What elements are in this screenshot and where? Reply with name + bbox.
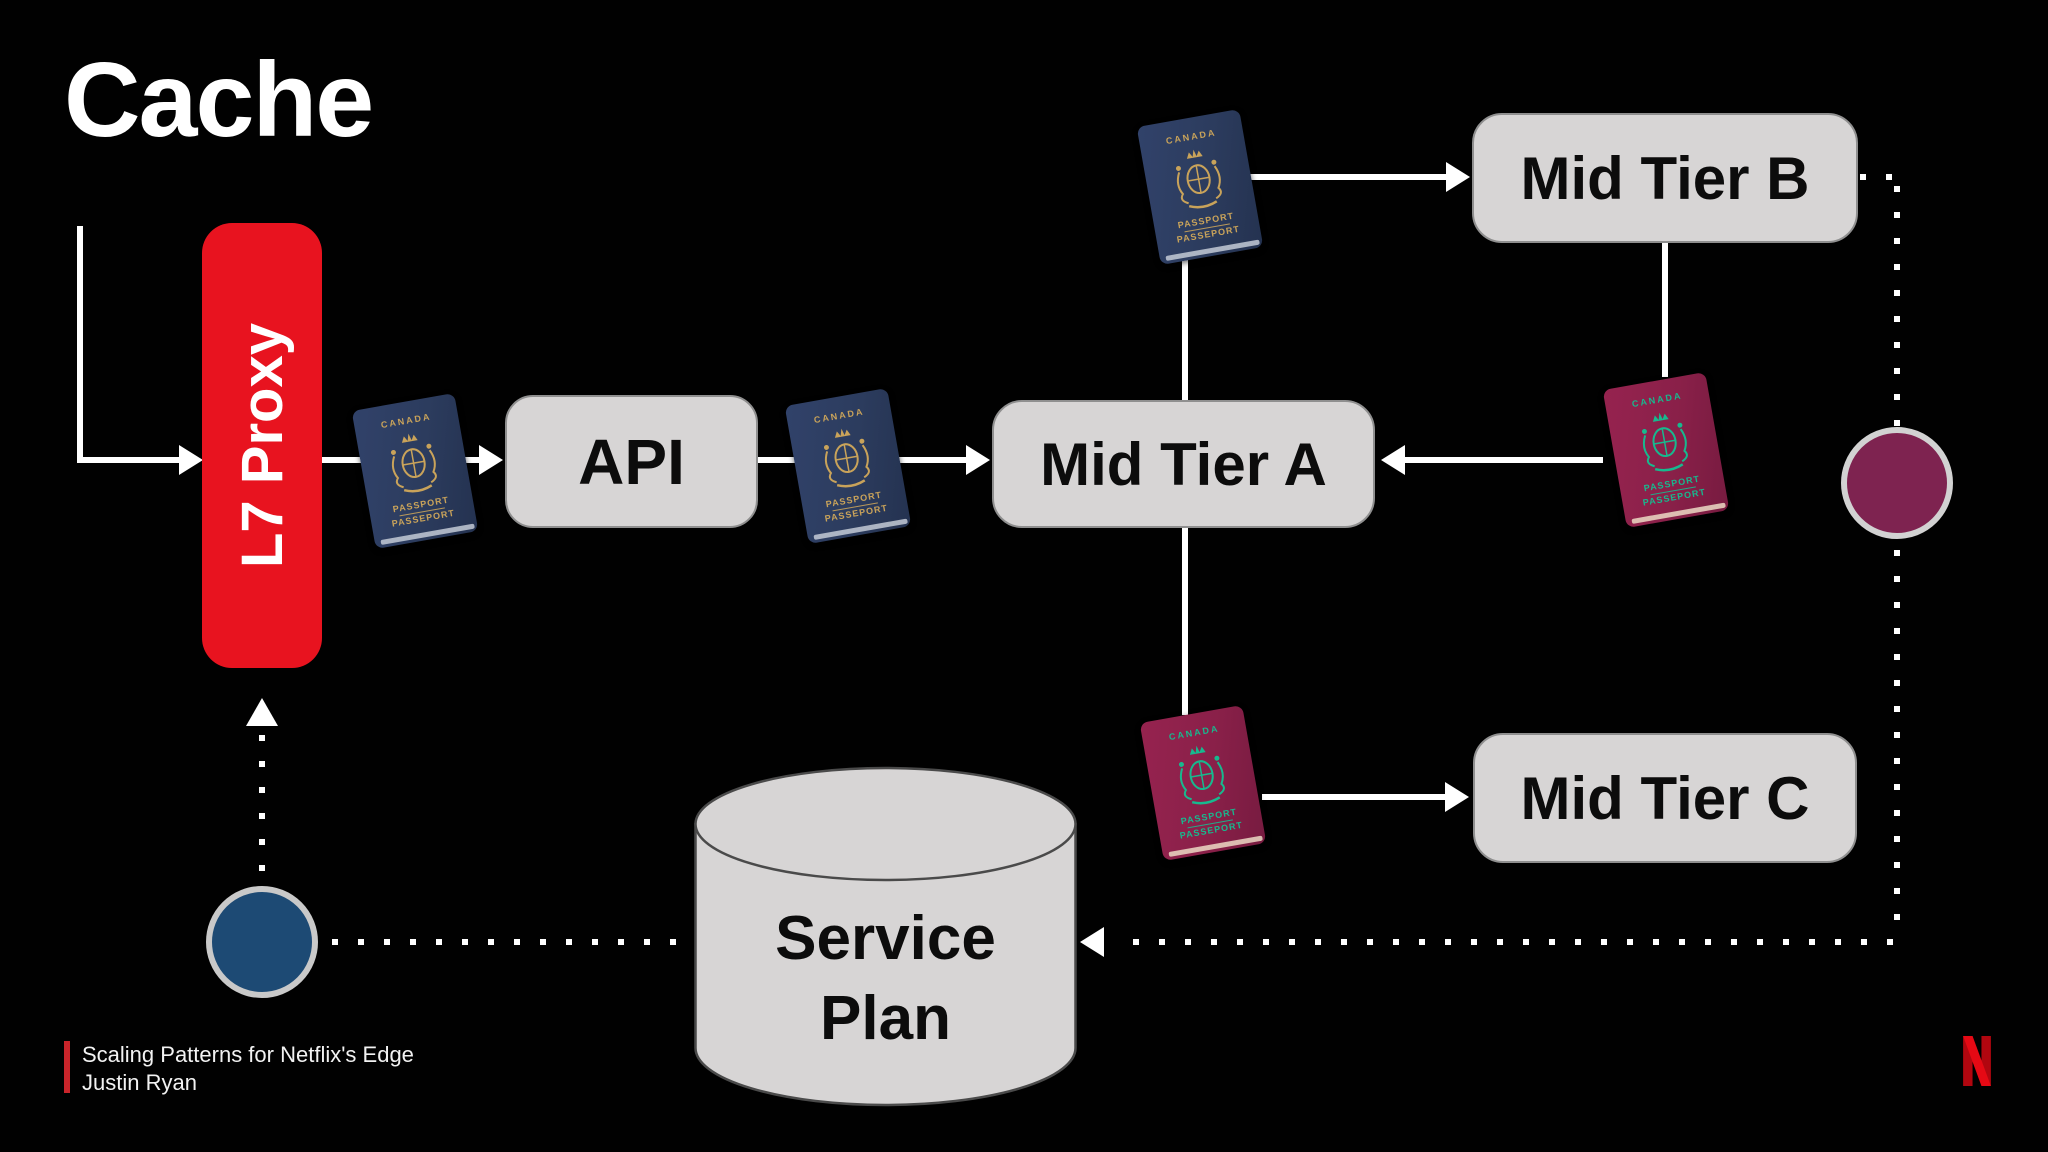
mid-tier-b-label: Mid Tier B: [1520, 144, 1810, 212]
database-cylinder-shape: [694, 766, 1077, 1107]
connector-line-passport-to-mid-a-return: [1405, 457, 1603, 463]
service-plan-label: Service Plan: [775, 904, 996, 1053]
navy-passport-icon: CANADA PASSPORT PASSEPORT: [351, 393, 479, 549]
dotted-line-circle-to-proxy: [259, 735, 265, 883]
node-mid-tier-c: Mid Tier C: [1473, 733, 1857, 863]
footer-text: Scaling Patterns for Netflix's Edge Just…: [82, 1041, 414, 1097]
connector-line-passport-to-mid-b: [1248, 174, 1448, 180]
maroon-passport-icon: CANADA PASSPORT PASSEPORT: [1602, 372, 1730, 528]
coat-of-arms-icon: [390, 433, 437, 493]
footer: Scaling Patterns for Netflix's Edge Just…: [64, 1041, 414, 1097]
blue-client-circle-icon: [206, 886, 318, 998]
netflix-n-logo-icon: [1963, 1036, 1991, 1086]
arrowhead-into-mid-a-right: [1381, 445, 1405, 475]
mid-tier-a-label: Mid Tier A: [1040, 430, 1327, 498]
connector-line-mid-b-down: [1662, 243, 1668, 377]
node-mid-tier-a: Mid Tier A: [992, 400, 1375, 528]
arrowhead-into-mid-c: [1445, 782, 1469, 812]
node-mid-tier-b: Mid Tier B: [1472, 113, 1858, 243]
maroon-passport-icon: CANADA PASSPORT PASSEPORT: [1139, 705, 1267, 861]
dotted-line-right-vertical: [1894, 186, 1900, 934]
connector-line-api-to-passport: [758, 457, 820, 463]
footer-title: Scaling Patterns for Netflix's Edge: [82, 1042, 414, 1067]
connector-line-passport-to-mid-c: [1262, 794, 1447, 800]
maroon-client-circle-icon: [1841, 427, 1953, 539]
connector-line-mid-a-up: [1182, 258, 1188, 400]
node-l7-proxy: L7 Proxy: [202, 223, 322, 668]
navy-passport-icon: CANADA PASSPORT PASSEPORT: [784, 388, 912, 544]
dotted-line-mid-b-right: [1860, 174, 1894, 180]
arrowhead-into-mid-b: [1446, 162, 1470, 192]
dotted-line-service-plan-to-circle: [332, 939, 688, 945]
connector-line-mid-a-down: [1182, 528, 1188, 715]
service-plan-database-cylinder-icon: Service Plan: [693, 766, 1078, 1108]
page-title: Cache: [64, 41, 374, 159]
api-label: API: [578, 425, 685, 498]
arrowhead-into-mid-a: [966, 445, 990, 475]
connector-line-passport-to-mid-a: [878, 457, 966, 463]
footer-author: Justin Ryan: [82, 1070, 197, 1095]
footer-accent-bar: [64, 1041, 70, 1093]
l7-proxy-label: L7 Proxy: [229, 323, 295, 568]
coat-of-arms-icon: [1175, 149, 1222, 209]
connector-line-client-elbow-horizontal: [77, 457, 181, 463]
dotted-line-to-service-plan: [1133, 939, 1894, 945]
coat-of-arms-icon: [1178, 745, 1225, 805]
arrowhead-into-service-plan: [1080, 927, 1104, 957]
connector-line-client-elbow-vertical: [77, 226, 83, 463]
node-api: API: [505, 395, 758, 528]
coat-of-arms-icon: [1641, 412, 1688, 472]
navy-passport-icon: CANADA PASSPORT PASSEPORT: [1136, 109, 1264, 265]
passport-country-label: CANADA: [380, 411, 433, 431]
mid-tier-c-label: Mid Tier C: [1520, 764, 1810, 832]
arrowhead-into-api: [479, 445, 503, 475]
coat-of-arms-icon: [823, 428, 870, 488]
arrowhead-up-into-proxy: [246, 698, 278, 726]
arrowhead-into-proxy: [179, 445, 203, 475]
